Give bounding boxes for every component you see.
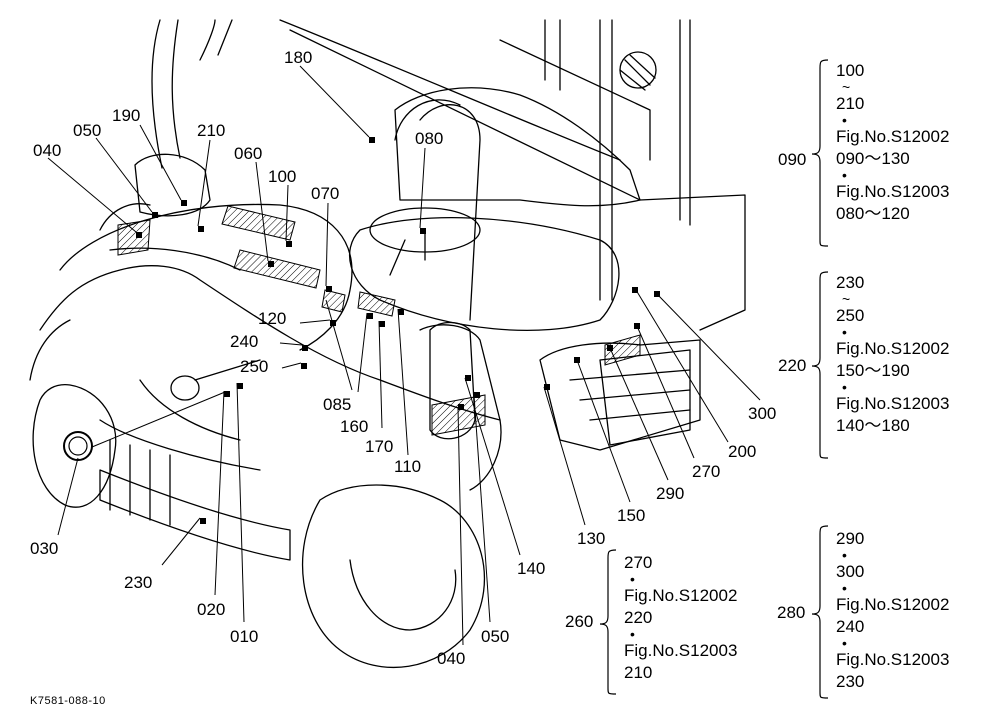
callout-210: 210 bbox=[197, 121, 226, 140]
rops-front-right bbox=[199, 19, 233, 61]
callout-250: 250 bbox=[240, 357, 269, 376]
group-090-brace bbox=[812, 59, 829, 247]
group-280-list: 290 • 300 • Fig.No.S12002 240 • Fig.No.S… bbox=[836, 528, 949, 693]
group-260-line: Fig.No.S12002 bbox=[624, 586, 738, 605]
callout-010: 010 bbox=[230, 627, 259, 646]
callout-180: 180 bbox=[284, 48, 313, 67]
group-260-line: 210 bbox=[624, 663, 653, 682]
group-260-line: 220 bbox=[624, 608, 653, 627]
callout-070: 070 bbox=[311, 184, 340, 203]
cargo-bed bbox=[279, 19, 746, 331]
fender-right bbox=[419, 324, 502, 491]
group-260-line: 270 bbox=[624, 553, 653, 572]
group-260-sep: • bbox=[630, 626, 635, 642]
group-260-brace bbox=[600, 549, 617, 695]
group-090-label: 090 bbox=[778, 150, 807, 169]
group-090-line: 090～130 bbox=[836, 149, 910, 168]
group-220-line: Fig.No.S12002 bbox=[836, 339, 950, 358]
callout-190: 190 bbox=[112, 106, 141, 125]
callout-050: 050 bbox=[73, 121, 102, 140]
kubota-emblem bbox=[63, 431, 93, 461]
group-280-line: 230 bbox=[836, 672, 865, 691]
group-220-sep: • bbox=[842, 379, 847, 395]
group-280-label: 280 bbox=[777, 603, 806, 622]
group-280-line: 300 bbox=[836, 562, 865, 581]
callout-020: 020 bbox=[197, 600, 226, 619]
decal-040-left bbox=[117, 219, 151, 256]
group-220-line: 150～190 bbox=[836, 361, 910, 380]
shroud-left bbox=[134, 153, 211, 217]
rops-rear bbox=[599, 19, 691, 301]
rear-grille bbox=[599, 349, 691, 446]
hood bbox=[39, 265, 501, 421]
group-260-label: 260 bbox=[565, 612, 594, 631]
front-left-wheel bbox=[32, 384, 117, 508]
callout-140: 140 bbox=[517, 559, 546, 578]
figure-code: K7581-088-10 bbox=[30, 695, 106, 707]
group-090-line: 210 bbox=[836, 94, 865, 113]
callout-085: 085 bbox=[323, 395, 352, 414]
callout-170: 170 bbox=[365, 437, 394, 456]
group-220-line: 140～180 bbox=[836, 416, 910, 435]
group-220-line: 230 bbox=[836, 273, 865, 292]
group-260-sep: • bbox=[630, 571, 635, 587]
callout-290: 290 bbox=[656, 484, 685, 503]
group-220-sep: • bbox=[842, 324, 847, 340]
group-280-sep: • bbox=[842, 547, 847, 563]
group-280-line: Fig.No.S12003 bbox=[836, 650, 950, 669]
group-090-line: Fig.No.S12003 bbox=[836, 182, 950, 201]
group-260-line: Fig.No.S12003 bbox=[624, 641, 738, 660]
group-090-sep: ~ bbox=[842, 79, 851, 95]
front-right-wheel bbox=[302, 484, 486, 669]
decal-070 bbox=[321, 289, 346, 313]
roll-bar-center bbox=[394, 99, 481, 321]
group-220-brace bbox=[812, 271, 829, 459]
callout-200: 200 bbox=[728, 442, 757, 461]
callout-150: 150 bbox=[617, 506, 646, 525]
group-220-list: 230 ~ 250 • Fig.No.S12002 150～190 • Fig.… bbox=[836, 272, 949, 437]
group-090-line: Fig.No.S12002 bbox=[836, 127, 950, 146]
group-090-sep: • bbox=[842, 112, 847, 128]
decal-085 bbox=[357, 291, 396, 317]
group-090-list: 100 ~ 210 • Fig.No.S12002 090～130 • Fig.… bbox=[836, 60, 949, 225]
group-220-line: Fig.No.S12003 bbox=[836, 394, 950, 413]
group-090-sep: • bbox=[842, 167, 847, 183]
callout-100: 100 bbox=[268, 167, 297, 186]
callout-130: 130 bbox=[577, 529, 606, 548]
callout-060: 060 bbox=[234, 144, 263, 163]
callout-240: 240 bbox=[230, 332, 259, 351]
seat-back bbox=[394, 87, 641, 207]
callout-120: 120 bbox=[258, 309, 287, 328]
group-090-line: 080～120 bbox=[836, 204, 910, 223]
group-220-sep: ~ bbox=[842, 291, 851, 307]
group-280-line: 240 bbox=[836, 617, 865, 636]
callout-080: 080 bbox=[415, 129, 444, 148]
group-280-sep: • bbox=[842, 580, 847, 596]
group-220-label: 220 bbox=[778, 356, 807, 375]
group-280-sep: • bbox=[842, 635, 847, 651]
group-260-list: 270 • Fig.No.S12002 220 • Fig.No.S12003 … bbox=[624, 552, 737, 684]
decal-060 bbox=[233, 249, 321, 289]
callout-050-lower: 050 bbox=[481, 627, 510, 646]
side-rear bbox=[539, 339, 701, 451]
decal-100 bbox=[221, 205, 296, 241]
group-090-line: 100 bbox=[836, 61, 865, 80]
callout-270: 270 bbox=[692, 462, 721, 481]
headlight-left bbox=[170, 375, 200, 401]
group-280-brace bbox=[812, 525, 829, 699]
group-280-line: Fig.No.S12002 bbox=[836, 595, 950, 614]
callout-040-lower: 040 bbox=[437, 649, 466, 668]
callout-040: 040 bbox=[33, 141, 62, 160]
callout-300: 300 bbox=[748, 404, 777, 423]
rops-front-left bbox=[151, 19, 181, 169]
group-280-line: 290 bbox=[836, 529, 865, 548]
group-220-line: 250 bbox=[836, 306, 865, 325]
front-bumper bbox=[99, 469, 291, 561]
callout-110: 110 bbox=[394, 457, 422, 476]
callout-030: 030 bbox=[30, 539, 59, 558]
callout-230: 230 bbox=[124, 573, 153, 592]
callout-160: 160 bbox=[340, 417, 369, 436]
